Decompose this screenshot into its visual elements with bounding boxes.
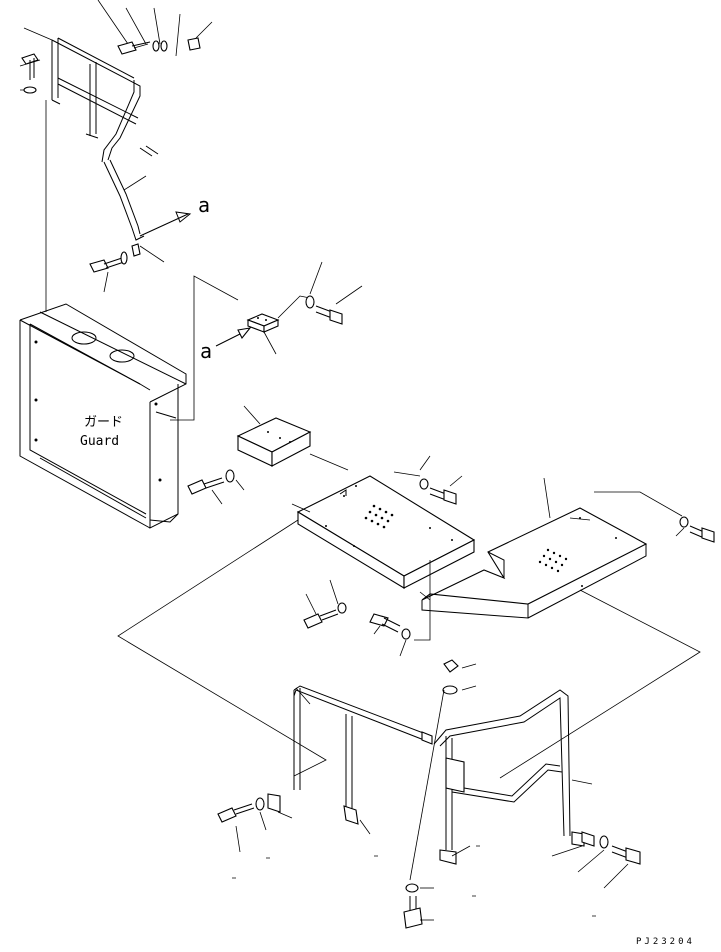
bolt-plate-lower-left: [303, 579, 347, 629]
bolt-center-stack: [403, 659, 477, 929]
plate-connector: [339, 489, 347, 496]
guard-label-jp: ガード: [84, 415, 123, 430]
side-bolt-top-left: [21, 53, 39, 94]
upper-handrail: [51, 37, 159, 163]
bolt-bottom-left: [217, 793, 293, 853]
bolt-bottom-right: [551, 831, 641, 889]
callout-a-lower: a: [200, 339, 212, 363]
bracket-bolt: [89, 243, 141, 273]
guard-label-en: Guard: [80, 434, 119, 449]
alignment-line-box: [309, 453, 349, 471]
drawing-number: PJ23204: [636, 937, 695, 947]
top-washer-1: [152, 40, 168, 52]
bolt-right-far: [675, 516, 715, 543]
junction-box: [236, 405, 312, 467]
alignment-lines-large: [117, 519, 701, 779]
bolt-plate-lower-mid: [369, 613, 411, 657]
top-nut: [187, 37, 201, 51]
floor-plate-right: [421, 477, 648, 619]
bolt-mid-left: [187, 469, 245, 505]
floor-plate-left: [291, 475, 476, 589]
lower-handrail-left: [293, 685, 433, 835]
leader-lines-top: [19, 0, 213, 293]
guard-frame: [19, 303, 187, 529]
bolt-plate-right: [419, 475, 463, 505]
support-tube: [103, 159, 192, 241]
bolt-right-upper: [305, 261, 363, 325]
lower-handrail-right: [433, 689, 593, 865]
callout-a-upper: a: [198, 193, 210, 217]
alignment-line-right: [594, 491, 683, 517]
junction-block-upper: [246, 313, 280, 333]
top-bolt-1: [117, 41, 151, 55]
alignment-line-guard: [170, 275, 239, 421]
